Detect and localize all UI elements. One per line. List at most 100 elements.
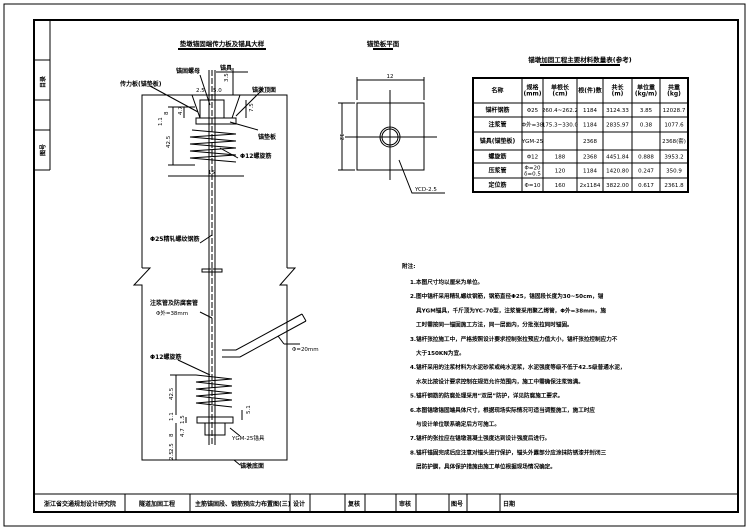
dim: 5.0	[213, 88, 222, 94]
side-label-contents: 目录	[39, 76, 47, 88]
table-cell: 0.38	[640, 123, 653, 129]
note-line: 具YGM锚具，千斤顶为YC-70型，注浆管采用聚乙烯管，Φ外=38mm，施	[415, 306, 606, 314]
label-grout-cap: 锚墩顶面	[252, 86, 276, 94]
detail-title: 垫墩锚固端传力板及锚具大样	[180, 39, 265, 48]
dim: 1.1	[158, 117, 164, 126]
table-cell: 1184	[583, 108, 597, 114]
table-cell: 2368(套)	[662, 137, 686, 145]
table-cell: 0.888	[638, 155, 654, 161]
table-cell: 1420.80	[606, 169, 629, 175]
plan-title: 锚垫板平面	[367, 39, 400, 48]
table-header: 共重(kg)	[667, 84, 681, 98]
table-cell: 1184	[583, 169, 597, 175]
label-anchor-bottom: YGM-25锚具	[231, 434, 265, 442]
table-cell: Φ=10	[525, 183, 541, 189]
note-line: 2.图中锚杆采用精轧螺纹钢筋，钢筋直径Φ25，锚固段长度为30~50cm，锚	[410, 292, 604, 300]
table-cell: 压浆管	[488, 167, 506, 175]
dim: 1.5	[180, 415, 186, 424]
table-cell: 2x1184	[580, 183, 601, 189]
table-header: 名称	[491, 87, 503, 95]
table-cell: 3.85	[640, 108, 653, 114]
table-cell: 1184	[583, 123, 597, 129]
label-bar: Φ25精轧螺纹钢筋	[150, 235, 199, 243]
institute-name: 浙江省交通规划设计研究院	[44, 500, 116, 508]
sheet-border	[3, 3, 746, 527]
table-cell: 2835.97	[606, 123, 629, 129]
table-cell: 2368	[583, 139, 597, 145]
dim: 42.5	[166, 135, 172, 148]
table-cell: 260.4~262.2	[542, 108, 578, 114]
note-line: 5.锚杆钢筋的防腐处理采用“双层”防护，详见防腐施工要求。	[410, 392, 563, 400]
review-label: 审核	[399, 500, 411, 508]
note-line: 大于150KN为宜。	[416, 349, 465, 357]
table-cell: 12028.7	[663, 108, 686, 114]
table-title: 锚墩加固工程主要材料数量表(参考)	[528, 55, 631, 64]
table-cell: 350.9	[666, 169, 682, 175]
table-header: 单位重(kg/m)	[635, 84, 657, 98]
label-spiral-top: Φ12螺旋筋	[240, 152, 271, 160]
dim: 8	[164, 111, 170, 115]
table-cell: 0.247	[638, 169, 654, 175]
drawing-no-label: 图号	[451, 500, 463, 508]
note-line: 层防护膜，具体保护措施由施工单位根据现场情况确定。	[416, 463, 556, 471]
plan-height: 12	[338, 134, 344, 141]
table-cell: 2361.8	[664, 183, 684, 189]
dim: 3.5	[224, 73, 230, 82]
table-header: 共长(m)	[611, 84, 624, 98]
drawing-title: 主筋锚固段、钢筋预应力布置图(三)	[195, 500, 291, 508]
dim: 42.5	[169, 387, 175, 400]
label-sleeve-dim: Φ外=38mm	[156, 309, 188, 317]
label-anchor: 锚具	[220, 64, 232, 72]
table-cell: 0.617	[638, 183, 654, 189]
plan-width: 12	[387, 74, 394, 80]
dim: 15	[208, 170, 215, 176]
plan-label: YCD-2.5	[414, 187, 437, 193]
date-label: 日期	[503, 500, 515, 508]
table-cell: 188	[555, 155, 566, 161]
notes: 附注: 1.本图尺寸均以厘米为单位。2.图中锚杆采用精轧螺纹钢筋，钢筋直径Φ25…	[402, 262, 626, 471]
table-cell: 3953.2	[664, 155, 683, 161]
dim: 2.5	[196, 88, 205, 94]
table-cell: 3822.00	[606, 183, 629, 189]
table-cell: 1077.6	[664, 123, 684, 129]
note-line: 8.锚杆锚固完成后应注意对锚头进行保护，锚头外露部分应涂抹防锈漆并封闭三	[410, 448, 607, 456]
table-cell: Φ25	[527, 108, 539, 114]
table-cell: 120	[555, 169, 566, 175]
dim: 5.1	[246, 405, 252, 414]
note-line: 水灰比按设计要求控制在规范允许范围内，施工中需确保注浆饱满。	[415, 377, 584, 385]
note-line: 7.锚杆的张拉应在锚墩混凝土强度达到设计强度后进行。	[410, 434, 550, 442]
material-table: 锚墩加固工程主要材料数量表(参考) 名称规格(mm)单根长(cm)根(件)数共长…	[472, 55, 689, 193]
table-cell: 4451.84	[606, 155, 629, 161]
check-label: 复核	[347, 500, 360, 508]
table-cell: YGM-25	[521, 139, 544, 145]
label-nut: 锚固螺母	[176, 67, 200, 75]
dim: 7.5	[249, 103, 255, 112]
table-cell: 注浆管	[488, 121, 506, 129]
table-cell: 175.3~330.0	[542, 123, 579, 129]
table-cell: 160	[555, 183, 566, 189]
note-line: 6.本图锚墩锚固端具体尺寸，根据现场实际情况可适当调整施工，施工时应	[410, 406, 595, 414]
label-bearing: 锚垫板	[258, 133, 277, 141]
side-label-drawing-no: 图号	[39, 144, 47, 156]
dim: 2.5	[169, 451, 175, 460]
table-cell: 3124.33	[606, 108, 629, 114]
table-cell: 2368	[583, 155, 597, 161]
note-line: 与设计单位联系确定后方可施工。	[416, 420, 500, 428]
project-name: 隧道加固工程	[139, 500, 175, 508]
label-plate: 传力板(锚垫板)	[119, 80, 162, 88]
table-cell: 锚具(锚垫板)	[480, 137, 516, 145]
table-header: 单根长(cm)	[551, 84, 570, 98]
table-border	[472, 77, 689, 193]
note-line: 3.锚杆张拉施工中，严格按照设计要求控制张拉预应力值大小，锚杆张拉控制应力不	[410, 335, 618, 343]
dim: 1.1	[169, 412, 175, 421]
title-block: 浙江省交通规划设计研究院 隧道加固工程 主筋锚固段、钢筋预应力布置图(三) 设计…	[34, 493, 738, 512]
plate-plan: 锚垫板平面 12 12 YCD-2.5	[338, 39, 445, 194]
table-cell: Φ12	[527, 155, 538, 161]
dim: 4.7	[178, 106, 184, 115]
note-line: 4.锚杆采用的注浆材料为水泥砂浆或纯水泥浆，水泥强度等级不低于42.5级普通水泥…	[410, 363, 626, 371]
label-sleeve: 注浆管及防腐套管	[150, 299, 198, 307]
note-line: 1.本图尺寸均以厘米为单位。	[410, 278, 483, 286]
dim: 2.5	[169, 443, 175, 452]
